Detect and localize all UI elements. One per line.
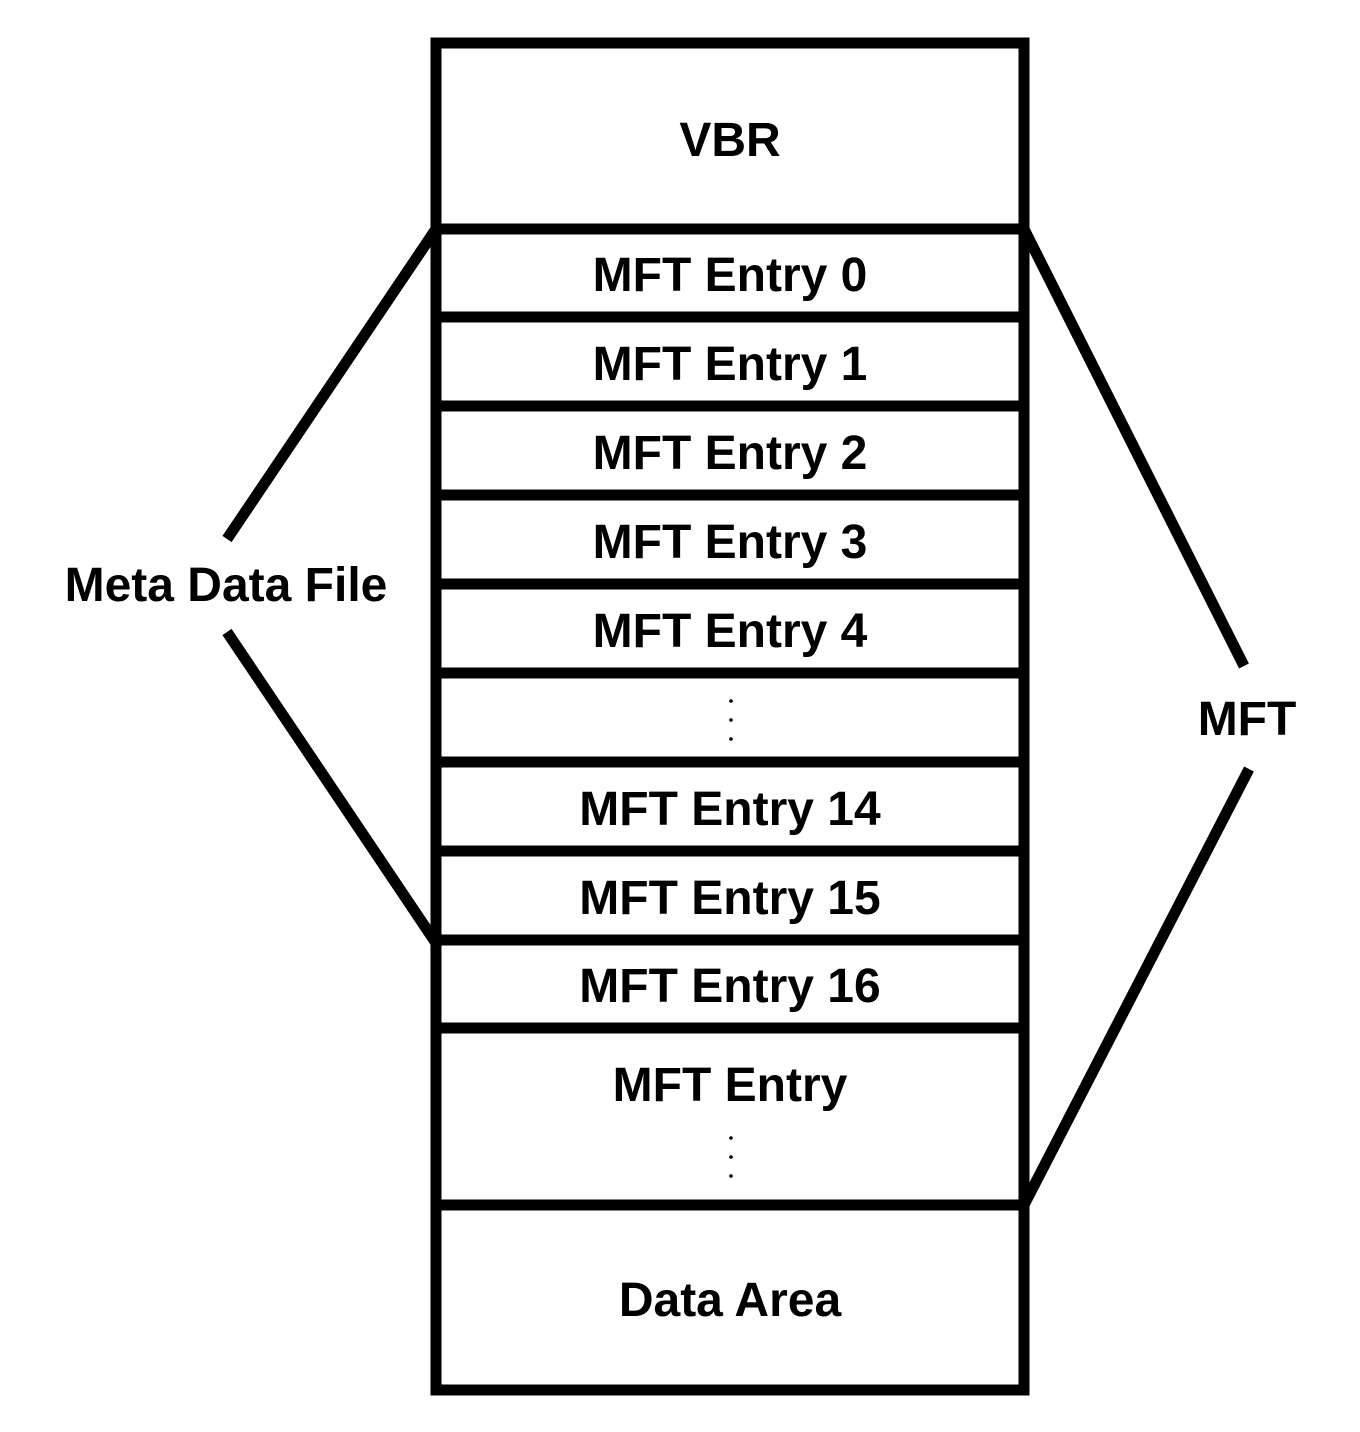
block-mft-entry-4-label: MFT Entry 4 (593, 605, 868, 658)
ellipsis-dot (729, 1174, 733, 1178)
ellipsis-dot (729, 737, 733, 741)
block-mft-entry-1-label: MFT Entry 1 (593, 338, 868, 391)
ellipsis-dot (729, 699, 733, 703)
block-mft-entry-more-label: MFT Entry (613, 1059, 848, 1112)
meta-data-file-bracket-upper (222, 225, 441, 543)
ellipsis-dot (729, 718, 733, 722)
block-mft-entry-2-label: MFT Entry 2 (593, 427, 868, 480)
ellipsis-dot (729, 1155, 733, 1159)
meta-data-file-bracket-lower (222, 628, 441, 947)
block-mft-entry-0-label: MFT Entry 0 (593, 249, 868, 302)
block-mft-entry-14-label: MFT Entry 14 (579, 783, 881, 836)
block-data-area-label: Data Area (619, 1274, 842, 1327)
block-dividers (436, 223, 1024, 1211)
ellipsis-dot (729, 1136, 733, 1140)
meta-data-file-bracket (222, 225, 441, 947)
mft-entry-more-dots (729, 1136, 733, 1178)
volume-column-border (430, 37, 1030, 1396)
block-mft-entry-3-label: MFT Entry 3 (593, 516, 868, 569)
mft-bracket-lower (1019, 766, 1254, 1208)
mft-label: MFT (1198, 693, 1297, 746)
ellipsis-row-dots (729, 699, 733, 741)
mft-bracket-upper (1019, 226, 1249, 669)
mft-bracket (1019, 226, 1254, 1208)
block-vbr-label: VBR (679, 114, 780, 167)
block-mft-entry-15-label: MFT Entry 15 (579, 872, 880, 925)
block-mft-entry-16-label: MFT Entry 16 (579, 960, 880, 1013)
meta-data-file-label: Meta Data File (65, 559, 388, 612)
